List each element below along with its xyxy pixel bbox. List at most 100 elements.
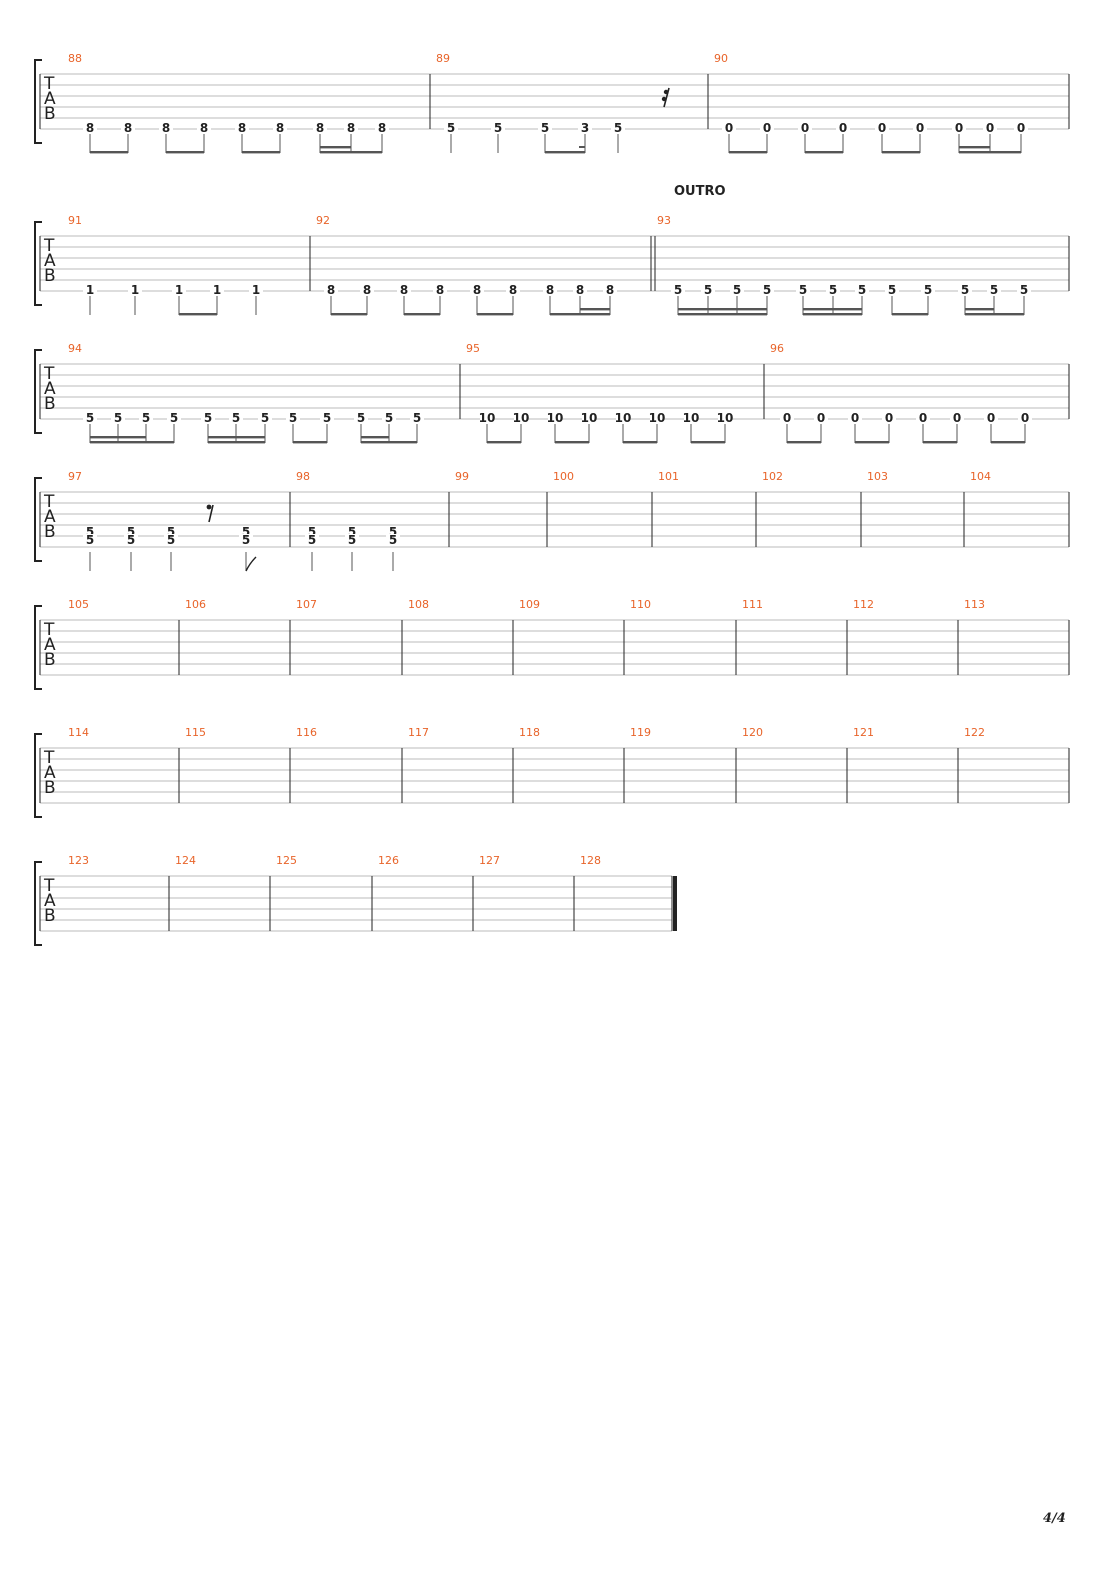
measure-number: 118	[519, 726, 540, 739]
fret-mask	[345, 526, 359, 537]
fret-number: 0	[783, 411, 791, 425]
measure-number: 96	[770, 342, 784, 355]
fret-mask	[139, 412, 153, 423]
tab-clef-letter: A	[44, 89, 56, 109]
fret-number: 8	[162, 121, 170, 135]
measure-number: 109	[519, 598, 540, 611]
fret-mask	[671, 284, 685, 295]
measure-number: 107	[296, 598, 317, 611]
tab-clef-letter: T	[43, 620, 55, 640]
measure-number: 98	[296, 470, 310, 483]
fret-mask	[239, 534, 253, 545]
fret-mask	[826, 284, 840, 295]
fret-mask	[760, 284, 774, 295]
fret-number: 0	[801, 121, 809, 135]
fret-mask	[611, 122, 625, 133]
note-beam	[965, 308, 994, 311]
fret-number: 5	[261, 411, 269, 425]
fret-mask	[382, 412, 396, 423]
fret-number: 5	[289, 411, 297, 425]
note-beam	[545, 151, 585, 154]
fret-mask	[684, 412, 698, 423]
fret-mask	[798, 122, 812, 133]
fret-number: 5	[127, 533, 135, 547]
fret-mask	[848, 412, 862, 423]
measure-number: 123	[68, 854, 89, 867]
note-beam	[855, 441, 889, 444]
note-beam	[293, 441, 327, 444]
fret-mask	[882, 412, 896, 423]
fret-number: 8	[546, 283, 554, 297]
fret-mask	[324, 284, 338, 295]
fret-mask	[83, 412, 97, 423]
tab-clef-letter: A	[44, 507, 56, 527]
fret-number: 1	[213, 283, 221, 297]
measure-number: 121	[853, 726, 874, 739]
tab-clef-letter: T	[43, 364, 55, 384]
fret-number: 0	[763, 121, 771, 135]
tab-clef-letter: T	[43, 748, 55, 768]
note-beam	[580, 308, 610, 311]
sixteenth-rest-icon	[663, 87, 670, 108]
fret-mask	[313, 122, 327, 133]
fret-mask	[410, 412, 424, 423]
fret-mask	[360, 284, 374, 295]
fret-number: 5	[674, 283, 682, 297]
system-bracket	[34, 605, 42, 690]
fret-mask	[603, 284, 617, 295]
note-beam	[320, 151, 382, 154]
fret-number: 5	[114, 411, 122, 425]
system-bracket	[34, 861, 42, 946]
fret-number: 5	[858, 283, 866, 297]
note-beam	[477, 313, 513, 316]
measure-number: 126	[378, 854, 399, 867]
note-beam	[729, 151, 767, 154]
tab-clef-letter: A	[44, 379, 56, 399]
note-beam	[208, 436, 265, 439]
tab-clef-letter: T	[43, 74, 55, 94]
note-beam	[787, 441, 821, 444]
fret-number: 5	[348, 525, 356, 539]
fret-mask	[470, 284, 484, 295]
measure-number: 112	[853, 598, 874, 611]
fret-mask	[239, 526, 253, 537]
fret-mask	[83, 534, 97, 545]
fret-number: 5	[541, 121, 549, 135]
measure-number: 89	[436, 52, 450, 65]
fret-mask	[780, 412, 794, 423]
fret-mask	[984, 412, 998, 423]
fret-number: 0	[986, 121, 994, 135]
fret-mask	[885, 284, 899, 295]
fret-mask	[249, 284, 263, 295]
note-beam	[882, 151, 920, 154]
fret-number: 8	[276, 121, 284, 135]
measure-number: 111	[742, 598, 763, 611]
measure-number: 105	[68, 598, 89, 611]
measure-number: 120	[742, 726, 763, 739]
fret-mask	[1018, 412, 1032, 423]
rest-dot	[206, 504, 212, 510]
fret-mask	[722, 122, 736, 133]
measure-number: 116	[296, 726, 317, 739]
fret-number: 1	[86, 283, 94, 297]
measure-number: 94	[68, 342, 82, 355]
fret-number: 8	[238, 121, 246, 135]
fret-mask	[83, 284, 97, 295]
note-beam	[242, 151, 280, 154]
system-bracket	[34, 477, 42, 562]
fret-mask	[159, 122, 173, 133]
tab-clef-letter: T	[43, 236, 55, 256]
tab-clef-letter: T	[43, 492, 55, 512]
note-beam	[361, 436, 389, 439]
fret-mask	[273, 122, 287, 133]
fret-mask	[83, 526, 97, 537]
fret-number: 8	[316, 121, 324, 135]
fret-number: 5	[323, 411, 331, 425]
fret-number: 5	[385, 411, 393, 425]
